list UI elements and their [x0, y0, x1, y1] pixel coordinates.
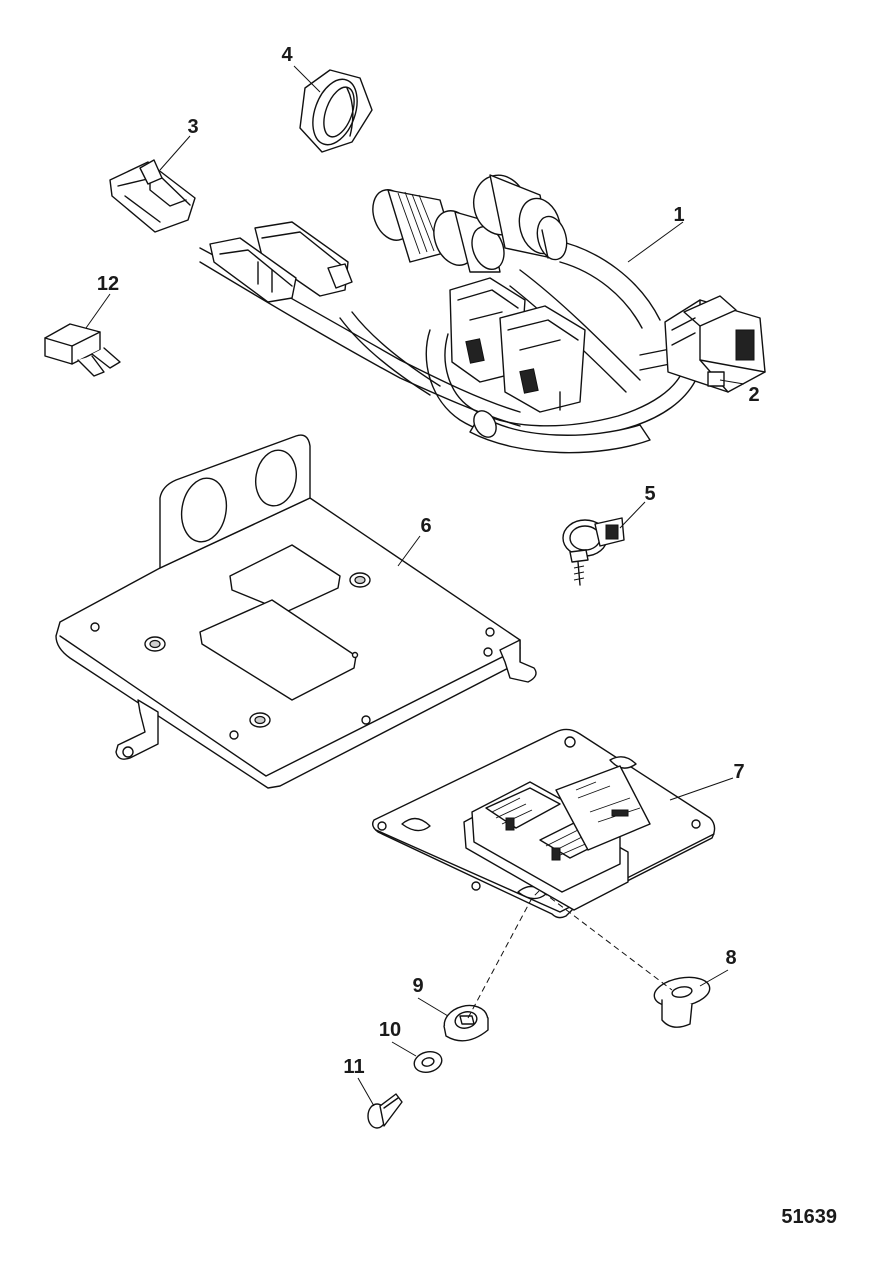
part-7-ecm-module [371, 728, 716, 919]
callout-2: 2 [748, 384, 759, 406]
part-3-connector-clip [109, 159, 196, 233]
callout-10: 10 [379, 1019, 401, 1041]
callout-11: 11 [343, 1056, 364, 1078]
part-2-connector [664, 295, 766, 393]
callout-7: 7 [733, 761, 744, 783]
callout-8: 8 [725, 947, 736, 969]
part-10-washer [413, 1050, 443, 1074]
callout-6: 6 [420, 515, 431, 537]
callout-9: 9 [412, 975, 423, 997]
part-8-rubber-mount [653, 976, 711, 1028]
part-6-mounting-bracket [55, 434, 537, 789]
part-1-wiring-harness [199, 174, 701, 454]
assembly-line [467, 889, 673, 1019]
figure-number: 51639 [781, 1206, 837, 1228]
part-9-grommet [443, 1004, 489, 1042]
part-12-fuse [44, 323, 121, 377]
callout-4: 4 [281, 44, 293, 66]
callout-1: 1 [673, 204, 684, 226]
part-5-cable-clamp [562, 517, 625, 586]
callout-3: 3 [187, 116, 198, 138]
part-11-bolt [367, 1093, 403, 1129]
callout-5: 5 [644, 483, 655, 505]
leader-lines [85, 65, 745, 1107]
callout-12: 12 [97, 273, 119, 295]
